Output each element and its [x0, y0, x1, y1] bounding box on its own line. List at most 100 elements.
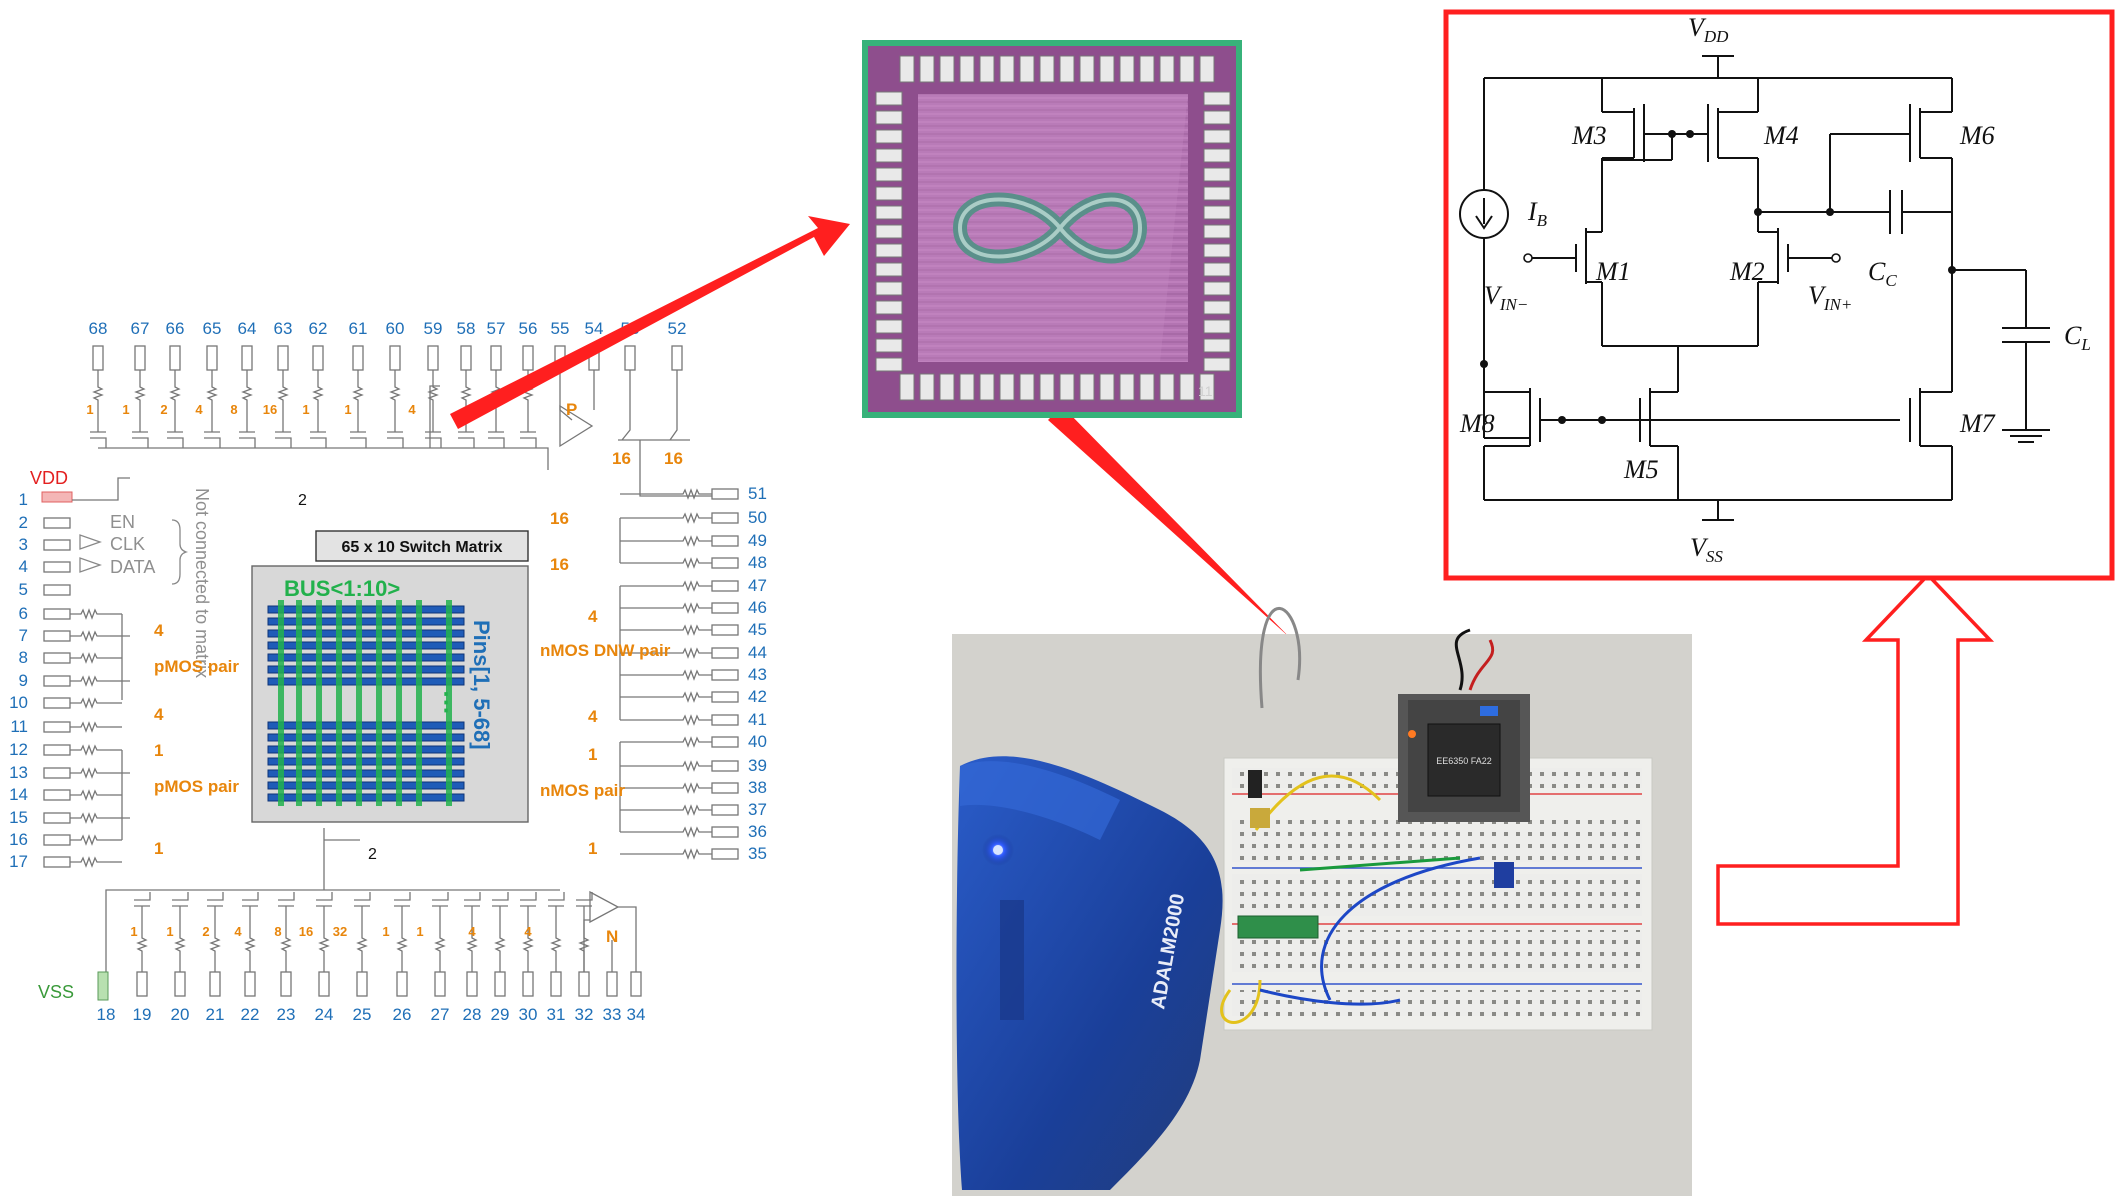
bottom-pin-pad — [434, 971, 446, 997]
bottom-pin-number: 20 — [171, 1005, 190, 1024]
bond-pad — [1199, 373, 1215, 401]
bus-row — [267, 665, 465, 674]
top-pin-number: 61 — [349, 319, 368, 338]
top-pin-number: 64 — [238, 319, 257, 338]
bond-pad — [1203, 148, 1231, 163]
bus-label: BUS<1:10> — [284, 576, 400, 601]
bus-column — [316, 600, 322, 806]
bond-pad — [1203, 205, 1231, 220]
opamp-n-label: N — [606, 927, 618, 946]
bond-pad — [1139, 373, 1155, 401]
bottom-weight: 32 — [333, 924, 347, 939]
bus-row — [267, 653, 465, 662]
bottom-pin-pad — [466, 971, 478, 997]
bottom-pin-number: 19 — [133, 1005, 152, 1024]
m2-label: M2 — [1729, 257, 1765, 286]
m4-label: M4 — [1763, 121, 1799, 150]
bond-pad — [1203, 262, 1231, 277]
left-pin-number: 10 — [9, 693, 28, 712]
top-weight: 4 — [195, 402, 203, 417]
bus-row — [267, 769, 465, 778]
bond-pad — [1139, 55, 1155, 83]
bottom-weight: 1 — [382, 924, 389, 939]
bond-pad — [1199, 55, 1215, 83]
vdd-rail-label: VDD — [1688, 13, 1729, 46]
bottom-pin-number: 24 — [315, 1005, 334, 1024]
bond-pad — [1099, 373, 1115, 401]
bond-pad — [1019, 55, 1035, 83]
bond-pad — [1059, 55, 1075, 83]
left-wiring — [43, 477, 130, 868]
cc-label: CC — [1868, 257, 1897, 290]
left-pin-pad — [43, 517, 71, 529]
adalm2000-device — [956, 756, 1223, 1190]
bond-pad — [999, 373, 1015, 401]
left-pin-number: 12 — [9, 740, 28, 759]
left-pin-number: 11 — [10, 717, 28, 736]
bond-pad — [1099, 55, 1115, 83]
arrow-matrix-to-die — [450, 216, 850, 429]
bottom-wiring — [105, 828, 642, 997]
mirror-bottom-label: 2 — [368, 846, 377, 863]
data-label: DATA — [110, 557, 155, 577]
right-group-2-w2: 1 — [588, 839, 597, 858]
right-pin-pad — [711, 782, 739, 794]
bottom-weight: 1 — [130, 924, 137, 939]
left-pin-pad — [43, 856, 71, 868]
bus-column — [446, 600, 452, 806]
bond-pad — [919, 55, 935, 83]
bus-row — [267, 733, 465, 742]
bond-pad — [875, 186, 903, 201]
right-wiring — [619, 488, 739, 860]
bond-pad — [1059, 373, 1075, 401]
bus-ellipsis: ⋮ — [434, 689, 458, 716]
top-right-weight-2: 16 — [664, 449, 683, 468]
top-pin-pad — [460, 345, 472, 371]
bond-pad — [875, 110, 903, 125]
bond-pad — [979, 55, 995, 83]
top-pin-pad — [206, 345, 218, 371]
bottom-pin-pad — [396, 971, 408, 997]
right-group-1-w2: 4 — [588, 707, 598, 726]
right-pin-pad — [711, 691, 739, 703]
bottom-pin-number: 25 — [353, 1005, 372, 1024]
bond-pad — [1203, 91, 1231, 106]
bond-pad — [1203, 186, 1231, 201]
opamp-p-label: P — [566, 400, 577, 419]
left-pin-number: 3 — [19, 535, 28, 554]
bottom-pin-pad — [136, 971, 148, 997]
bond-pad — [939, 55, 955, 83]
blue-led — [993, 845, 1003, 855]
left-pin-number: 5 — [19, 580, 28, 599]
right-pin-number: 49 — [748, 531, 767, 550]
right-pin-number: 47 — [748, 576, 767, 595]
right-pin-pad — [711, 535, 739, 547]
en-label: EN — [110, 512, 135, 532]
top-pin-number: 63 — [274, 319, 293, 338]
bond-pad — [875, 281, 903, 296]
left-pin-number: 6 — [19, 604, 28, 623]
left-pin-number: 9 — [19, 671, 28, 690]
right-group-2-name: nMOS pair — [540, 781, 625, 800]
pins-label: Pins[1, 5-68] — [469, 620, 494, 750]
bond-pad — [1079, 373, 1095, 401]
top-pin-number: 54 — [585, 319, 604, 338]
bond-pad — [1203, 319, 1231, 334]
top-pin-number: 68 — [89, 319, 108, 338]
top-pin-number: 60 — [386, 319, 405, 338]
left-group-1-name: pMOS pair — [154, 657, 239, 676]
right-pin-number: 45 — [748, 620, 767, 639]
right-pin-pad — [711, 624, 739, 636]
left-pin-pad — [43, 834, 71, 846]
top-pin-number: 52 — [668, 319, 687, 338]
right-pin-pad — [711, 488, 739, 500]
m7-label: M7 — [1959, 409, 1996, 438]
top-pin-pad — [134, 345, 146, 371]
bus-row — [267, 629, 465, 638]
clk-triangle-icon — [79, 534, 102, 550]
bottom-pin-number: 34 — [627, 1005, 646, 1024]
top-weight: 1 — [344, 402, 351, 417]
bottom-weight: 1 — [166, 924, 173, 939]
infinity-inductor-highlight — [957, 197, 1143, 259]
